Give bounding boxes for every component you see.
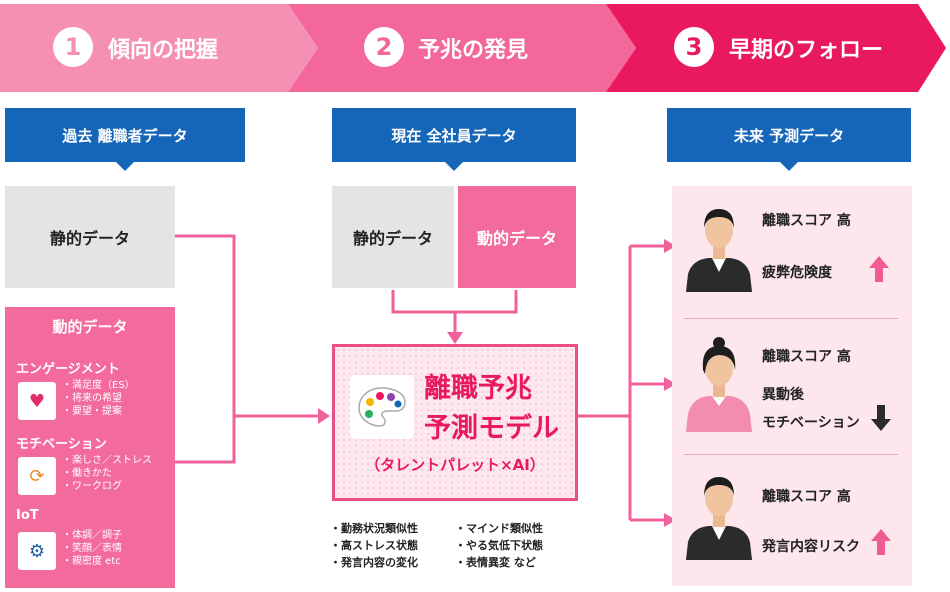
step-banner [0, 4, 946, 92]
factor-item: ・表情異変 など [455, 556, 536, 569]
category-title-engagement: エンゲージメント [16, 362, 120, 377]
past-static-connector [175, 234, 236, 416]
present-static-data-box: 静的データ [332, 186, 454, 288]
step-3-chevron [606, 4, 946, 92]
model-title-line1: 離職予兆 [424, 373, 532, 404]
list-item: ・楽しさ／ストレス [62, 455, 152, 466]
step-2-number: 2 [364, 27, 404, 67]
arrow-future-2 [664, 377, 676, 391]
step-3-number: 3 [674, 27, 714, 67]
motivation-items: ・楽しさ／ストレス ・働きかた ・ワークログ [62, 454, 152, 493]
prediction-3-detail: 発言内容リスク [762, 539, 860, 555]
prediction-3-score: 離職スコア 高 [762, 489, 851, 505]
prediction-2-score: 離職スコア 高 [762, 349, 851, 365]
present-header: 現在 全社員データ [332, 108, 576, 171]
iot-items: ・体調／調子 ・笑顔／表情 ・親密度 etc [62, 529, 122, 568]
model-subtitle: （タレントパレット×AI） [365, 456, 545, 474]
future-panel [672, 186, 912, 586]
arrow-up-icon [869, 256, 889, 282]
model-title-line2: 予測モデル [424, 413, 559, 444]
arrow-future-3 [664, 513, 676, 527]
list-item: ・ワークログ [62, 481, 122, 492]
step-2-label: 予兆の発見 [418, 38, 529, 63]
arrow-future-1 [664, 239, 676, 253]
satellite-icon: ⚙ [18, 532, 56, 570]
present-merge-line [391, 290, 518, 314]
prediction-2-detail-line1: 異動後 [762, 387, 804, 403]
man-icon [686, 209, 752, 292]
list-item: ・満足度（ES） [62, 380, 135, 391]
factor-item: ・発言内容の変化 [330, 556, 418, 569]
past-static-data-box: 静的データ [5, 186, 175, 288]
people-cycle-icon: ⟳ [18, 457, 56, 495]
arrow-down-icon [871, 405, 891, 431]
factor-item: ・高ストレス状態 [330, 539, 418, 552]
separator [684, 454, 898, 455]
factor-list-left: ・勤務状況類似性 ・高ストレス状態 ・発言内容の変化 [330, 520, 418, 571]
prediction-model-box [332, 344, 578, 501]
list-item: ・体調／調子 [62, 530, 122, 541]
factor-list-right: ・マインド類似性 ・やる気低下状態 ・表情異変 など [455, 520, 543, 571]
engagement-items: ・満足度（ES） ・将来の希望 ・要望・提案 [62, 379, 135, 418]
step-1-label: 傾向の把握 [108, 38, 219, 63]
step-3-label: 早期のフォロー [729, 38, 884, 63]
present-dynamic-data-box: 動的データ [458, 186, 576, 288]
past-dynamic-connector [175, 416, 236, 464]
arrow-up-icon [871, 529, 891, 555]
list-item: ・働きかた [62, 468, 112, 479]
list-item: ・将来の希望 [62, 393, 122, 404]
past-header: 過去 離職者データ [5, 108, 245, 171]
list-item: ・親密度 etc [62, 556, 121, 567]
prediction-1-detail: 疲弊危険度 [762, 265, 832, 281]
future-header: 未来 予測データ [667, 108, 911, 171]
heart-icon: ♥ [18, 382, 56, 420]
prediction-2-detail-line2: モチベーション [762, 415, 860, 431]
list-item: ・要望・提案 [62, 406, 122, 417]
separator [684, 318, 898, 319]
factor-item: ・マインド類似性 [455, 522, 543, 535]
step-1-chevron [0, 4, 318, 92]
category-title-iot: IoT [16, 508, 39, 523]
man-icon [686, 477, 752, 560]
category-title-motivation: モチベーション [16, 437, 107, 452]
prediction-1-score: 離職スコア 高 [762, 213, 851, 229]
arrow-into-model-left [318, 408, 330, 424]
past-dynamic-title: 動的データ [52, 318, 128, 336]
list-item: ・笑顔／表情 [62, 543, 122, 554]
step-2-chevron [288, 4, 636, 92]
arrow-into-model-top [447, 332, 463, 344]
palette-icon [350, 375, 414, 439]
factor-item: ・勤務状況類似性 [330, 522, 418, 535]
woman-icon [686, 337, 752, 432]
step-1-number: 1 [53, 27, 93, 67]
factor-item: ・やる気低下状態 [455, 539, 543, 552]
